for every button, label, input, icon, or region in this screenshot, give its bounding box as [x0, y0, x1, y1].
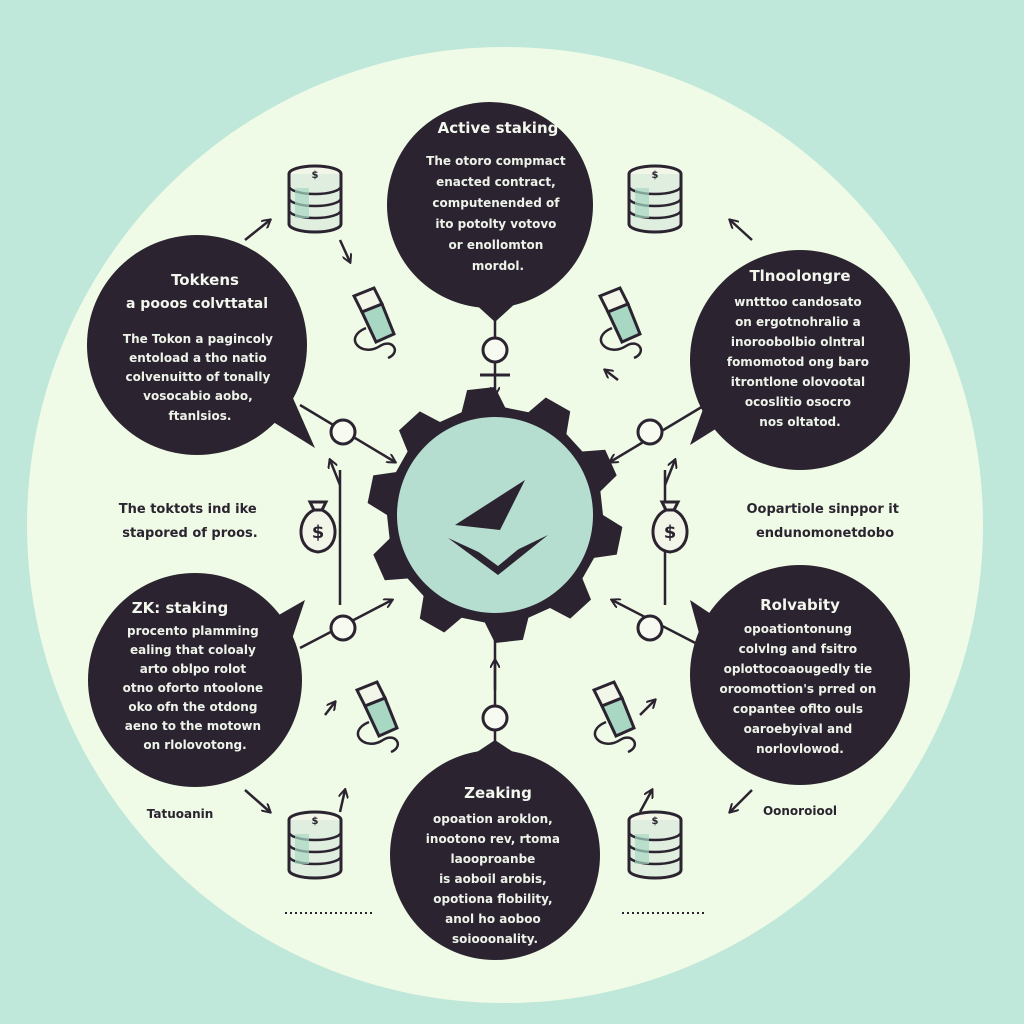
- bubble-right-lower: Rolvabity opoationtonung colvlng and fsi…: [690, 565, 910, 785]
- bubble-left-upper-lines: The Tokon a pagincoly entoload a tho nat…: [123, 332, 277, 423]
- bubble-left-upper-subtitle: a pooos colvttatal: [126, 296, 268, 312]
- bubble-bottom-lines: opoation aroklon, inootono rev, rtoma la…: [426, 812, 564, 946]
- bubble-right-upper: Tlnoolongre wntttoo candosato on ergotno…: [690, 250, 910, 470]
- bubble-left-lower: ZK: staking procento plamming ealing tha…: [88, 573, 305, 787]
- bubble-right-lower-title: Rolvabity: [760, 596, 840, 614]
- gear-icon: [367, 387, 623, 643]
- node-connector-icon: [481, 336, 509, 364]
- side-label-left-middle: The toktots ind ike stapored of proos.: [119, 502, 262, 541]
- bubble-right-lower-lines: opoationtonung colvlng and fsitro oplott…: [719, 622, 880, 756]
- bubble-top-lines: The otoro compmact enacted contract, com…: [426, 154, 570, 273]
- node-connector-icon: [636, 614, 664, 642]
- node-connector-icon: [329, 418, 357, 446]
- coin-stack-icon: [287, 810, 343, 880]
- bubble-left-lower-lines: procento plamming ealing that coloaly ar…: [123, 624, 268, 752]
- coin-stack-icon: [287, 164, 343, 234]
- coin-stack-icon: [627, 164, 683, 234]
- side-label-bottom-right: Oonoroiool: [763, 804, 837, 818]
- ethereum-icon: [448, 480, 548, 575]
- node-connector-icon: [481, 704, 509, 732]
- side-label-bottom-left: Tatuoanin: [147, 807, 214, 821]
- side-label-right-middle: Oopartiole sinppor it endunomonetdobo: [746, 502, 903, 541]
- bubble-right-upper-lines: wntttoo candosato on ergotnohralio a ino…: [727, 295, 873, 429]
- bubble-bottom-title: Zeaking: [464, 784, 532, 802]
- bubble-bottom: Zeaking opoation aroklon, inootono rev, …: [390, 740, 600, 960]
- bubble-left-upper: Tokkens a pooos colvttatal The Tokon a p…: [87, 235, 315, 455]
- node-connector-icon: [329, 614, 357, 642]
- bubble-top: Active staking The otoro compmact enacte…: [387, 102, 593, 322]
- node-connector-icon: [636, 418, 664, 446]
- bubble-left-upper-title: Tokkens: [171, 271, 239, 289]
- bubble-left-lower-title: ZK: staking: [132, 599, 228, 617]
- coin-stack-icon: [627, 810, 683, 880]
- bubble-top-title: Active staking: [438, 119, 559, 137]
- connector-nodes: [329, 336, 664, 732]
- bubble-right-upper-title: Tlnoolongre: [749, 267, 850, 285]
